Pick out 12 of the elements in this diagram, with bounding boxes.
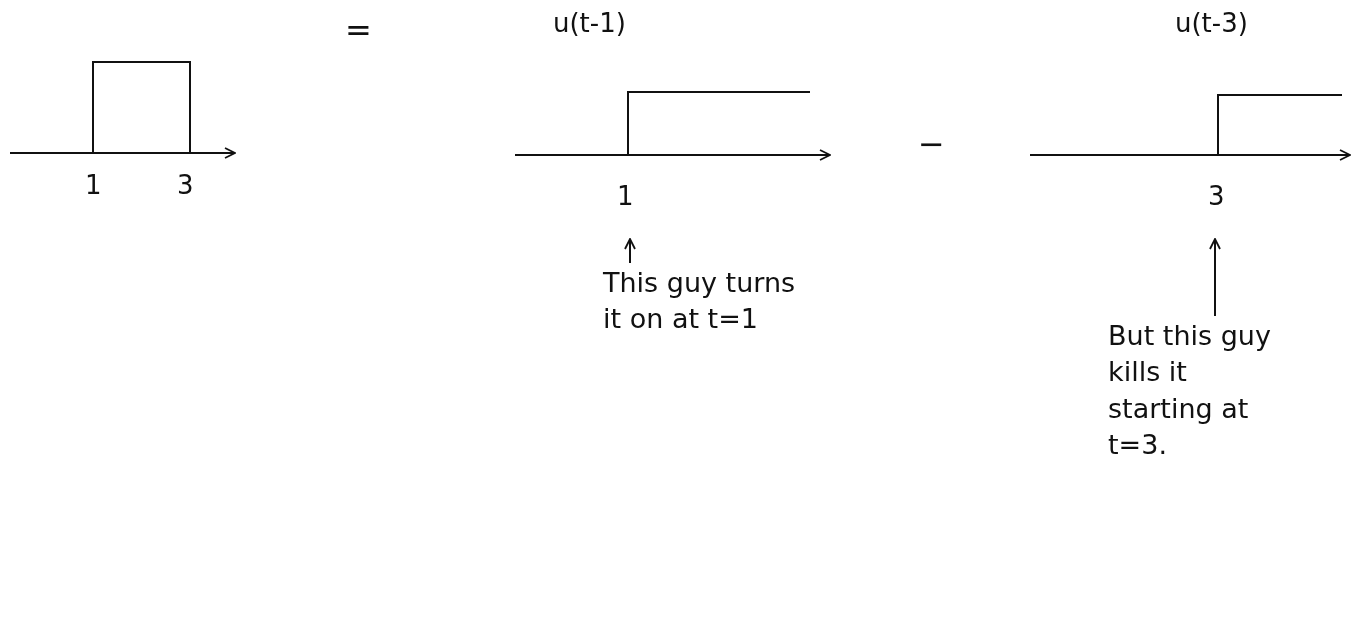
tick-label: 1 [85, 172, 102, 198]
operator-symbol: = [345, 14, 372, 46]
arrow [1209, 238, 1221, 317]
annotation-text: But this guy kills it starting at t=3. [1108, 319, 1272, 463]
tick-label: 1 [617, 183, 634, 209]
tick-label: 3 [177, 172, 194, 198]
tick-label: 3 [1208, 183, 1225, 209]
function-label: u(t-3) [1175, 10, 1248, 36]
operator-symbol: − [918, 128, 945, 160]
arrow [624, 238, 636, 264]
function-label: u(t-1) [553, 10, 626, 36]
annotation-text: This guy turns it on at t=1 [603, 266, 797, 337]
